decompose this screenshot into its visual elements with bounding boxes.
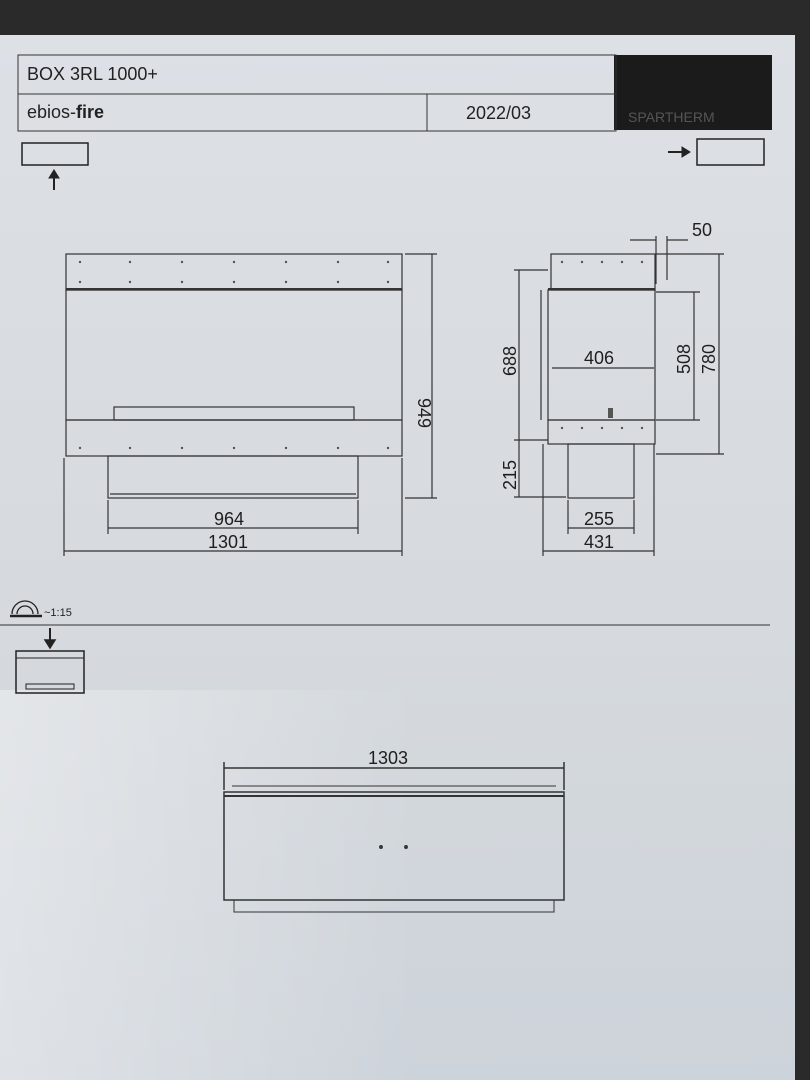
drawing-date: 2022/03 bbox=[466, 103, 531, 123]
top-view-indicator-icon bbox=[15, 628, 85, 694]
dim-front-inner-width: 964 bbox=[214, 509, 244, 529]
dim-side-height-b: 780 bbox=[699, 344, 719, 374]
front-view bbox=[63, 253, 437, 556]
title-block bbox=[17, 54, 617, 132]
dim-front-total-width: 1301 bbox=[208, 532, 248, 552]
model-name: BOX 3RL 1000+ bbox=[27, 64, 158, 84]
scale-label: ~1:15 bbox=[44, 607, 72, 619]
side-view-indicator-icon bbox=[668, 138, 765, 166]
dim-side-top-offset: 50 bbox=[692, 220, 712, 240]
dim-top-total-width: 1303 bbox=[368, 748, 408, 768]
top-view bbox=[223, 762, 565, 913]
dim-side-base-depth: 255 bbox=[584, 509, 614, 529]
dim-side-inner-depth: 406 bbox=[584, 348, 614, 368]
paper-sheet bbox=[0, 35, 795, 1080]
front-view-indicator-icon bbox=[21, 142, 89, 190]
side-view bbox=[514, 236, 724, 556]
side-view-rivets bbox=[560, 260, 644, 430]
dim-side-total-depth: 431 bbox=[584, 532, 614, 552]
product-line: ebios-fire bbox=[27, 102, 104, 122]
svg-text:SPARTHERM: SPARTHERM bbox=[628, 109, 715, 125]
dim-side-base-height: 215 bbox=[500, 460, 520, 490]
dim-side-height-a: 508 bbox=[674, 344, 694, 374]
front-view-rivets bbox=[78, 260, 390, 450]
redacted-logo: SPARTHERM bbox=[614, 55, 772, 130]
dim-front-total-height: 949 bbox=[414, 398, 434, 428]
fireplace-symbol-icon bbox=[10, 600, 42, 618]
dim-side-opening-height: 688 bbox=[500, 346, 520, 376]
